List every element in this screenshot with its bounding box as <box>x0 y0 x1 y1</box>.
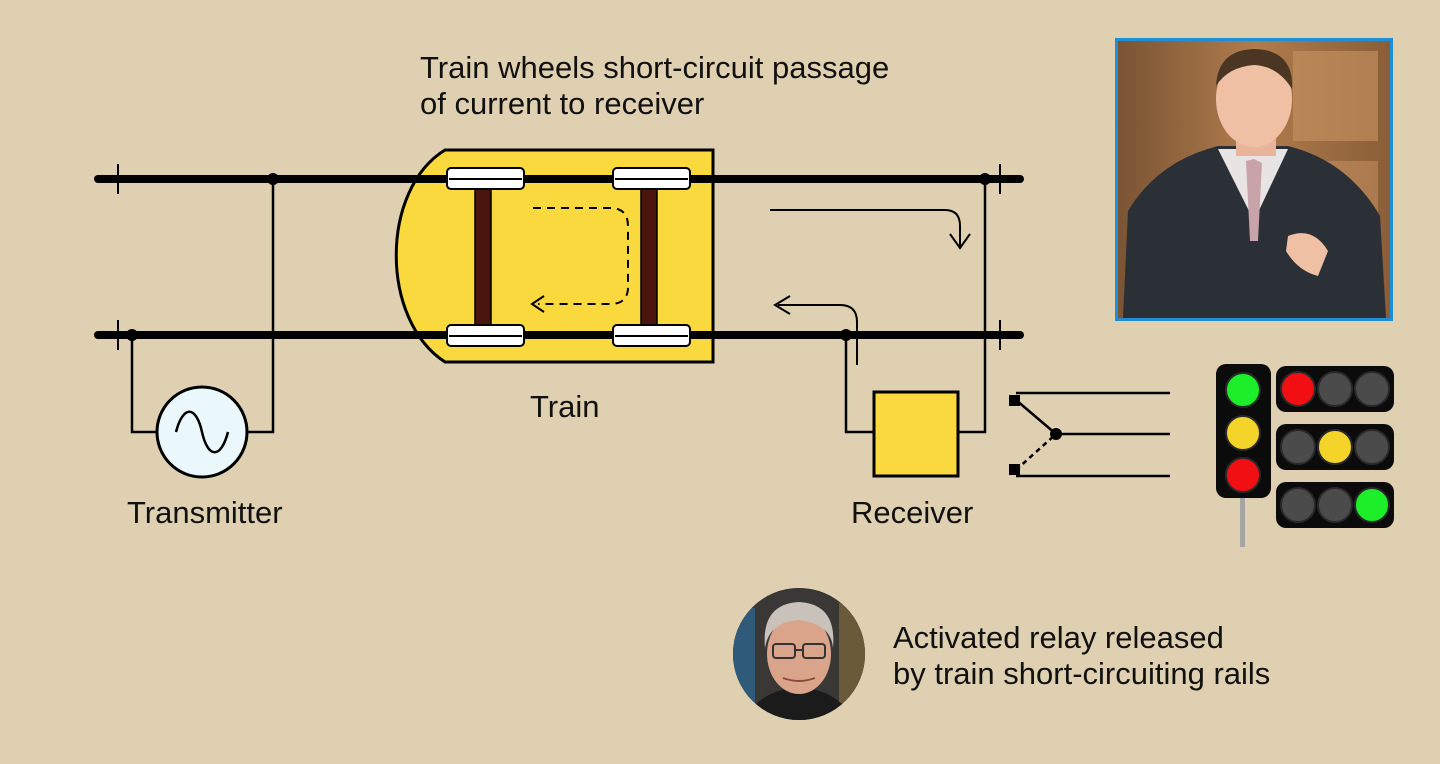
narrator-avatar-image <box>733 588 865 720</box>
main-signal <box>1216 364 1271 547</box>
bottom-caption-line-2: by train short-circuiting rails <box>893 656 1271 691</box>
top-caption-line-2: of current to receiver <box>420 86 705 121</box>
transmitter-wiring <box>130 179 275 434</box>
current-arrow-back <box>778 304 858 365</box>
speaker-video-image <box>1118 41 1390 318</box>
transmitter-label: Transmitter <box>127 495 283 530</box>
top-caption-line-1: Train wheels short-circuit passage <box>420 50 890 85</box>
train-current-path <box>533 207 629 305</box>
transmitter <box>155 385 249 479</box>
signal-lamp-red <box>1225 457 1261 493</box>
axle-left <box>474 187 492 327</box>
rail-joints <box>117 164 1001 350</box>
signal-lamp-yellow <box>1225 415 1261 451</box>
receiver-box <box>872 390 960 478</box>
current-arrow-down <box>770 209 961 246</box>
receiver-wiring <box>844 179 987 434</box>
speaker-video-inset <box>1115 38 1393 321</box>
narrator-avatar <box>733 588 865 720</box>
signal-aspect-green <box>1276 482 1394 528</box>
train-current-arrowhead <box>530 295 545 313</box>
axle-right <box>640 187 658 327</box>
signal-lamp-green <box>1225 372 1261 408</box>
relay-contacts <box>1015 391 1170 478</box>
signal-aspect-red <box>1276 366 1394 412</box>
train-label: Train <box>530 389 600 424</box>
sine-wave-icon <box>174 410 230 454</box>
bottom-caption: Activated relay released by train short-… <box>893 620 1270 692</box>
receiver-label: Receiver <box>851 495 974 530</box>
bottom-caption-line-1: Activated relay released <box>893 620 1224 655</box>
signal-aspect-yellow <box>1276 424 1394 470</box>
top-caption: Train wheels short-circuit passage of cu… <box>420 50 889 122</box>
